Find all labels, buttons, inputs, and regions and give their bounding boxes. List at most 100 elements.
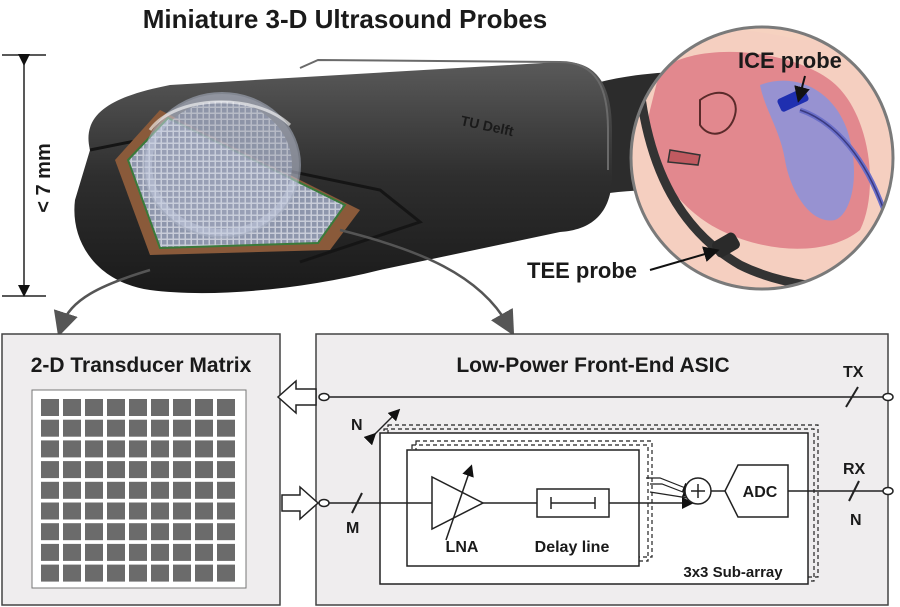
transducer-cell <box>85 481 103 499</box>
transducer-cell <box>151 399 169 416</box>
transducer-cell <box>41 399 59 416</box>
transducer-cell <box>129 523 147 541</box>
transducer-cell <box>129 481 147 499</box>
tee-probe-label: TEE probe <box>527 258 637 283</box>
transducer-cell <box>173 502 191 520</box>
transducer-cell <box>63 461 81 479</box>
transducer-cell <box>63 564 81 582</box>
transducer-cell <box>217 481 235 499</box>
tx-label: TX <box>843 364 864 381</box>
transducer-cell <box>129 440 147 458</box>
transducer-cell <box>173 440 191 458</box>
transducer-cell <box>107 399 125 416</box>
transducer-cell <box>173 543 191 561</box>
transducer-cell <box>173 523 191 541</box>
transducer-cell <box>151 564 169 582</box>
transducer-cell <box>41 461 59 479</box>
transducer-cell <box>129 461 147 479</box>
page-title: Miniature 3-D Ultrasound Probes <box>143 4 548 34</box>
transducer-cell <box>107 523 125 541</box>
transducer-cell <box>85 564 103 582</box>
transducer-cell <box>195 543 213 561</box>
transducer-cell <box>195 461 213 479</box>
asic-box: Low-Power Front-End ASIC TX M LNA Delay … <box>315 333 894 606</box>
arrow-to-matrix <box>53 268 151 337</box>
transducer-cell <box>151 461 169 479</box>
rx-hollow-arrow <box>281 485 320 521</box>
dimension-indicator: < 7 mm <box>2 54 55 297</box>
transducer-cell <box>107 419 125 437</box>
transducer-cell <box>107 481 125 499</box>
transducer-cell <box>63 523 81 541</box>
transducer-cell <box>173 419 191 437</box>
tx-hollow-arrow <box>276 379 317 415</box>
transducer-cell <box>41 523 59 541</box>
transducer-cell <box>217 461 235 479</box>
arrow-to-asic <box>339 228 515 336</box>
n-bottom-label: N <box>850 512 862 529</box>
tee-probe-pointer <box>649 246 720 271</box>
vessel <box>760 80 855 221</box>
transducer-cell <box>63 419 81 437</box>
transducer-cell <box>41 440 59 458</box>
lna-label: LNA <box>446 539 479 556</box>
transducer-cell <box>85 399 103 416</box>
transducer-cell <box>151 440 169 458</box>
m-label: M <box>346 520 359 537</box>
transducer-cell <box>129 564 147 582</box>
transducer-cell <box>85 543 103 561</box>
transducer-cell <box>63 399 81 416</box>
transducer-cell <box>85 523 103 541</box>
matrix-box-title: 2-D Transducer Matrix <box>31 354 252 377</box>
transducer-cell <box>85 419 103 437</box>
transducer-cell <box>195 481 213 499</box>
matrix-box: 2-D Transducer Matrix <box>1 333 281 606</box>
transducer-cell <box>173 564 191 582</box>
subarray-label: 3x3 Sub-array <box>683 564 783 581</box>
transducer-cell <box>195 523 213 541</box>
transducer-cell <box>217 440 235 458</box>
transducer-cell <box>151 419 169 437</box>
transducer-cell <box>195 564 213 582</box>
n-top-label: N <box>351 417 363 434</box>
transducer-cell <box>195 440 213 458</box>
ice-probe-label: ICE probe <box>738 48 842 73</box>
rx-label: RX <box>843 461 866 478</box>
transducer-cell <box>151 481 169 499</box>
transducer-cell <box>41 419 59 437</box>
transducer-cell <box>217 419 235 437</box>
transducer-cell <box>217 564 235 582</box>
asic-box-title: Low-Power Front-End ASIC <box>456 354 729 377</box>
adc-label: ADC <box>743 484 778 501</box>
transducer-cell <box>195 502 213 520</box>
transducer-cell <box>151 502 169 520</box>
transducer-cell <box>41 502 59 520</box>
transducer-cell <box>41 481 59 499</box>
transducer-cell <box>107 564 125 582</box>
transducer-cell <box>129 543 147 561</box>
delay-line-label: Delay line <box>535 539 610 556</box>
transducer-cell <box>107 461 125 479</box>
transducer-cell <box>85 461 103 479</box>
transducer-cell <box>63 502 81 520</box>
probe-body <box>74 58 612 294</box>
transducer-cell <box>107 440 125 458</box>
transducer-cell <box>195 399 213 416</box>
transducer-cell <box>173 461 191 479</box>
n-stack-arrow <box>363 408 401 446</box>
transducer-cell <box>173 399 191 416</box>
transducer-cell <box>107 502 125 520</box>
transducer-cell <box>41 564 59 582</box>
transducer-cell <box>217 523 235 541</box>
transducer-cell <box>63 440 81 458</box>
transducer-cell <box>173 481 191 499</box>
ice-probe-pointer <box>794 75 810 103</box>
transducer-cell <box>195 419 213 437</box>
transducer-cell <box>129 419 147 437</box>
transducer-cell <box>129 399 147 416</box>
transducer-cell <box>63 481 81 499</box>
transducer-cell <box>151 543 169 561</box>
transducer-cell <box>41 543 59 561</box>
transducer-cell <box>217 502 235 520</box>
